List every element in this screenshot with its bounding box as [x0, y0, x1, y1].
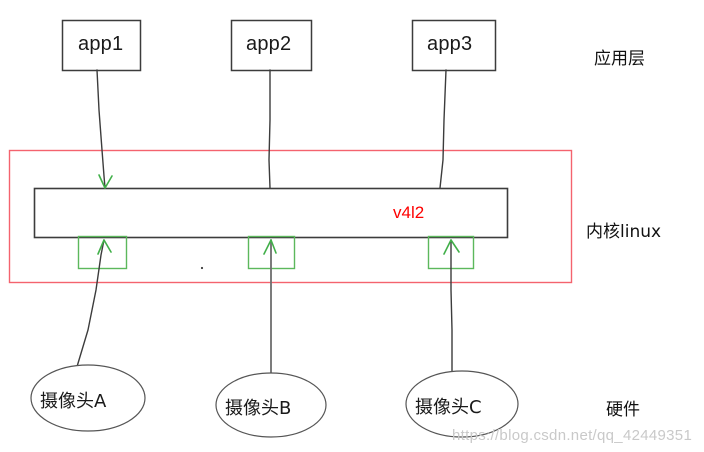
connector-app3-to-kernel — [439, 69, 447, 189]
connector-app2-to-kernel — [268, 69, 271, 189]
stray-dot — [200, 266, 204, 270]
connector-camera-c-to-driver — [450, 239, 453, 373]
layer-label-kernel: 内核linux — [586, 222, 662, 242]
app3-label: app3 — [427, 33, 473, 55]
camera-a-label: 摄像头A — [40, 391, 107, 412]
app2-box[interactable] — [230, 19, 313, 72]
app2-label: app2 — [246, 33, 292, 55]
connector-app1-to-kernel — [96, 69, 106, 189]
arrowhead-driver-b-up-icon — [263, 239, 277, 255]
layer-label-hardware: 硬件 — [606, 400, 640, 420]
kernel-region-border — [8, 149, 573, 284]
layer-label-application: 应用层 — [594, 49, 645, 69]
driver-box-a[interactable] — [77, 235, 128, 270]
v4l2-bar[interactable] — [33, 187, 509, 239]
camera-b-ellipse[interactable] — [215, 372, 327, 438]
arrowhead-app1-down-icon — [98, 174, 113, 189]
camera-c-ellipse[interactable] — [405, 370, 519, 438]
camera-b-label: 摄像头B — [225, 398, 292, 419]
watermark-text: https://blog.csdn.net/qq_42449351 — [452, 427, 693, 444]
app1-box[interactable] — [61, 19, 142, 72]
camera-c-label: 摄像头C — [415, 397, 482, 418]
app3-box[interactable] — [411, 19, 497, 72]
arrowhead-driver-a-up-icon — [97, 239, 112, 255]
arrowhead-driver-c-up-icon — [443, 239, 460, 255]
app1-label: app1 — [78, 33, 124, 55]
v4l2-label: v4l2 — [393, 203, 425, 222]
connector-camera-a-to-driver — [75, 239, 105, 371]
camera-a-ellipse[interactable] — [30, 364, 146, 432]
